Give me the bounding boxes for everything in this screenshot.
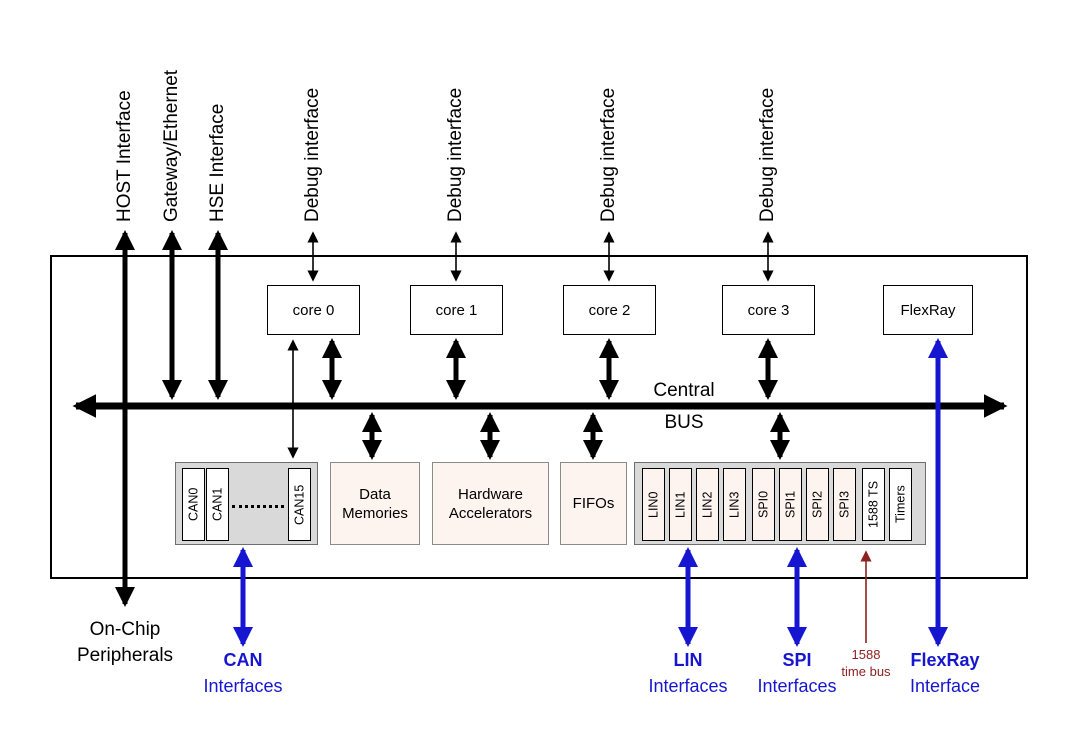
gateway-ethernet-label: Gateway/Ethernet [161,69,182,222]
flexray-box: FlexRay [883,285,973,335]
core-0-label: core 0 [292,301,335,319]
core-2-box: core 2 [563,285,656,335]
on-chip-peripherals-label: On-Chip Peripherals [76,619,174,666]
chip-outline [50,255,1028,579]
flexray-box-label: FlexRay [900,301,956,319]
hardware-accelerators-line2: Accelerators [448,504,533,522]
data-memories-box: Data Memories [330,462,420,545]
debug-interface-label-2: Debug interface [598,87,619,222]
hse-interface-label: HSE Interface [207,103,228,222]
lin-spi-group-box: LIN0 LIN1 LIN2 LIN3 SPI0 SPI1 SPI2 SPI3 … [634,462,926,545]
debug-interface-label-1: Debug interface [445,87,466,222]
spi0-box: SPI0 [752,468,775,541]
core-3-label: core 3 [747,301,790,319]
lin1-box: LIN1 [669,468,692,541]
lin-interfaces-label: LIN Interfaces [648,650,728,696]
timers-box: Timers [889,468,912,541]
can-interfaces-label: CAN Interfaces [203,650,283,696]
debug-interface-label-0: Debug interface [302,87,323,222]
can1-box: CAN1 [206,468,229,541]
host-interface-label: HOST Interface [114,90,135,222]
bus-label-line1: Central [653,380,715,401]
ts-1588-box: 1588 TS [862,468,885,541]
spi3-box: SPI3 [833,468,856,541]
flexray-interface-label: FlexRay Interface [909,650,981,696]
fifos-box: FIFOs [560,462,627,545]
data-memories-line2: Memories [342,504,408,522]
spi2-box: SPI2 [806,468,829,541]
spi-interfaces-label: SPI Interfaces [757,650,837,696]
can-group-box: CAN0 CAN1 CAN15 [175,462,318,545]
hardware-accelerators-line1: Hardware [457,485,524,503]
core-2-label: core 2 [588,301,631,319]
lin0-box: LIN0 [642,468,665,541]
can15-box: CAN15 [288,468,311,541]
spi1-box: SPI1 [779,468,802,541]
hardware-accelerators-box: Hardware Accelerators [432,462,549,545]
debug-interface-label-3: Debug interface [757,87,778,222]
lin2-box: LIN2 [696,468,719,541]
fifos-label: FIFOs [572,495,615,512]
time-1588-label: 1588 time bus [841,647,891,679]
can0-box: CAN0 [182,468,205,541]
can-ellipsis [232,505,284,508]
lin3-box: LIN3 [723,468,746,541]
core-1-label: core 1 [435,301,478,319]
core-3-box: core 3 [722,285,815,335]
core-1-box: core 1 [410,285,503,335]
core-0-box: core 0 [267,285,360,335]
data-memories-line1: Data [359,485,391,503]
bus-label-line2: BUS [664,412,704,433]
